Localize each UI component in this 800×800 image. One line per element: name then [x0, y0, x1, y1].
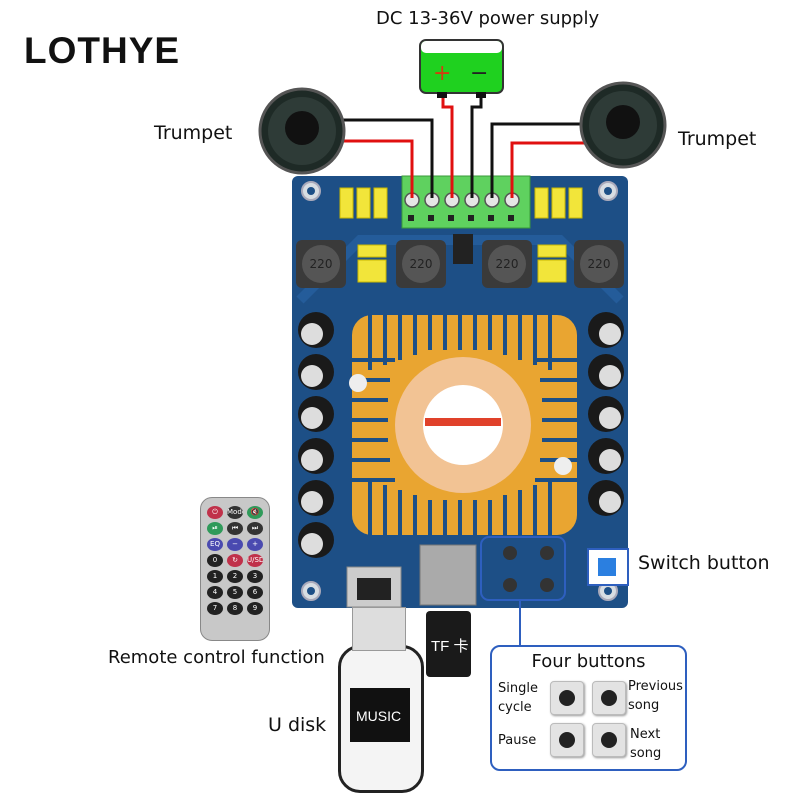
- heatsink: [349, 315, 577, 535]
- battery-plus: +: [433, 61, 451, 86]
- inductors: [296, 240, 624, 288]
- switch-button-label: Switch button: [638, 552, 770, 574]
- wires: [330, 95, 592, 198]
- remote-key[interactable]: 0: [207, 554, 223, 567]
- remote-key[interactable]: ⏻: [207, 506, 223, 519]
- remote-key[interactable]: Mode: [227, 506, 243, 519]
- remote-key[interactable]: 3: [247, 570, 263, 583]
- remote-control-label: Remote control function: [108, 647, 325, 668]
- u-disk: MUSIC: [338, 645, 424, 793]
- trumpet-right-label: Trumpet: [678, 128, 757, 150]
- brand-logo: LOTHYE: [24, 30, 181, 71]
- remote-key[interactable]: 6: [247, 586, 263, 599]
- inductor-label: 220: [310, 257, 333, 271]
- single-cycle-button[interactable]: [550, 681, 584, 715]
- remote-key[interactable]: −: [227, 538, 243, 551]
- remote-key[interactable]: ⏯: [207, 522, 223, 535]
- remote-key[interactable]: 7: [207, 602, 223, 615]
- remote-key[interactable]: U/SD: [247, 554, 263, 567]
- pause-button[interactable]: [550, 723, 584, 757]
- remote-control: ⏻ Mode 🔇 ⏯ ⏮ ⏭ EQ−+0 ↻ U/SD 123 456 789: [200, 497, 270, 641]
- next-song-button[interactable]: [592, 723, 626, 757]
- four-buttons-panel: Four buttons Single cycle Pause Previous…: [490, 645, 687, 771]
- remote-key[interactable]: 8: [227, 602, 243, 615]
- inductor-label: 220: [588, 257, 611, 271]
- speaker-right-icon: [579, 81, 667, 169]
- remote-key[interactable]: 5: [227, 586, 243, 599]
- remote-key[interactable]: 2: [227, 570, 243, 583]
- remote-key[interactable]: ⏮: [227, 522, 243, 535]
- film-capacitors: [339, 187, 583, 283]
- inductor-label: 220: [410, 257, 433, 271]
- pause-label: Pause: [498, 733, 537, 748]
- u-disk-connector: [352, 607, 406, 651]
- battery-icon: + −: [419, 39, 504, 98]
- battery-minus: −: [470, 61, 488, 86]
- remote-key[interactable]: ⏭: [247, 522, 263, 535]
- remote-key[interactable]: EQ: [207, 538, 223, 551]
- power-supply-label: DC 13-36V power supply: [376, 8, 600, 29]
- regulator-chip: [453, 234, 473, 264]
- inductor-label: 220: [496, 257, 519, 271]
- sd-slot: [419, 544, 477, 606]
- single-cycle-label: Single cycle: [498, 681, 538, 715]
- trumpet-left-label: Trumpet: [154, 122, 233, 144]
- remote-key[interactable]: 9: [247, 602, 263, 615]
- u-disk-screen-text: MUSIC: [356, 708, 402, 724]
- tf-card-label: TF 卡: [431, 638, 469, 655]
- remote-key[interactable]: +: [247, 538, 263, 551]
- previous-song-label: Previous song: [628, 679, 683, 713]
- previous-song-button[interactable]: [592, 681, 626, 715]
- u-disk-label: U disk: [268, 714, 327, 736]
- speaker-left-icon: [258, 87, 346, 175]
- four-buttons-title: Four buttons: [531, 651, 646, 672]
- tf-card: TF 卡: [426, 611, 471, 677]
- remote-key[interactable]: 1: [207, 570, 223, 583]
- terminal-screws: [404, 192, 520, 208]
- remote-key[interactable]: 🔇: [247, 506, 263, 519]
- next-song-label: Next song: [630, 727, 662, 761]
- remote-key[interactable]: 4: [207, 586, 223, 599]
- power-switch: [587, 548, 629, 586]
- remote-key[interactable]: ↻: [227, 554, 243, 567]
- board-buttons-highlight: [480, 536, 566, 601]
